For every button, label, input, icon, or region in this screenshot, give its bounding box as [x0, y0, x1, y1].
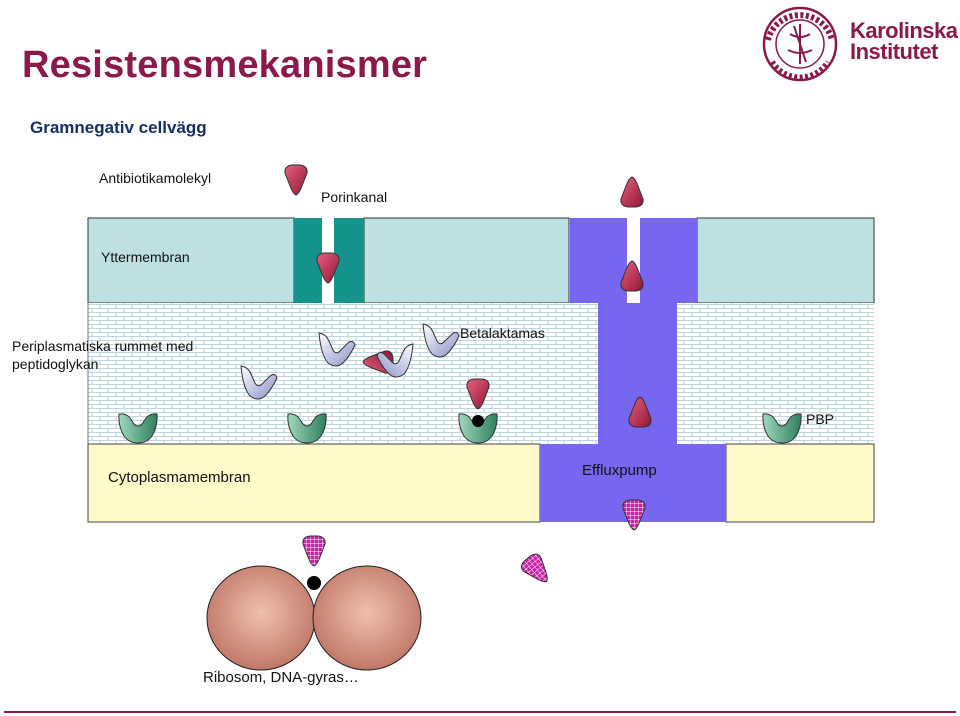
ribosome [206, 565, 422, 671]
label-periplasm-2: peptidoglykan [12, 356, 98, 372]
ki-seal-logo [762, 6, 838, 82]
outer-membrane [87, 217, 875, 304]
label-ribosome: Ribosom, DNA-gyras… [203, 669, 359, 686]
label-periplasm-1: Periplasmatiska rummet med [12, 338, 193, 354]
bound-complex-dot [472, 415, 484, 427]
logo-wordmark: Karolinska Institutet [850, 18, 958, 64]
modified-antibiotic [622, 499, 646, 531]
label-antibiotic: Antibiotikamolekyl [99, 170, 211, 186]
footer-divider [4, 711, 956, 713]
logo-line-1: Karolinska [850, 18, 958, 43]
label-outer-membrane: Yttermembran [101, 249, 190, 265]
antibiotic-molecule [284, 164, 308, 196]
label-betalactamase: Betalaktamas [460, 325, 545, 341]
label-pbp: PBP [806, 411, 834, 427]
modified-antibiotic [518, 550, 556, 590]
label-cytoplasm-membrane: Cytoplasmamembran [108, 469, 251, 486]
antibiotic-molecule [620, 176, 644, 208]
page-subtitle: Gramnegativ cellvägg [30, 118, 207, 137]
label-porin: Porinkanal [321, 189, 387, 205]
page-title: Resistensmekanismer [22, 44, 428, 86]
label-efflux: Effluxpump [582, 462, 657, 479]
modified-antibiotic [302, 535, 326, 567]
bound-complex-dot [307, 576, 321, 590]
cytoplasm-membrane [87, 443, 875, 523]
logo-line-2: Institutet [850, 39, 938, 64]
